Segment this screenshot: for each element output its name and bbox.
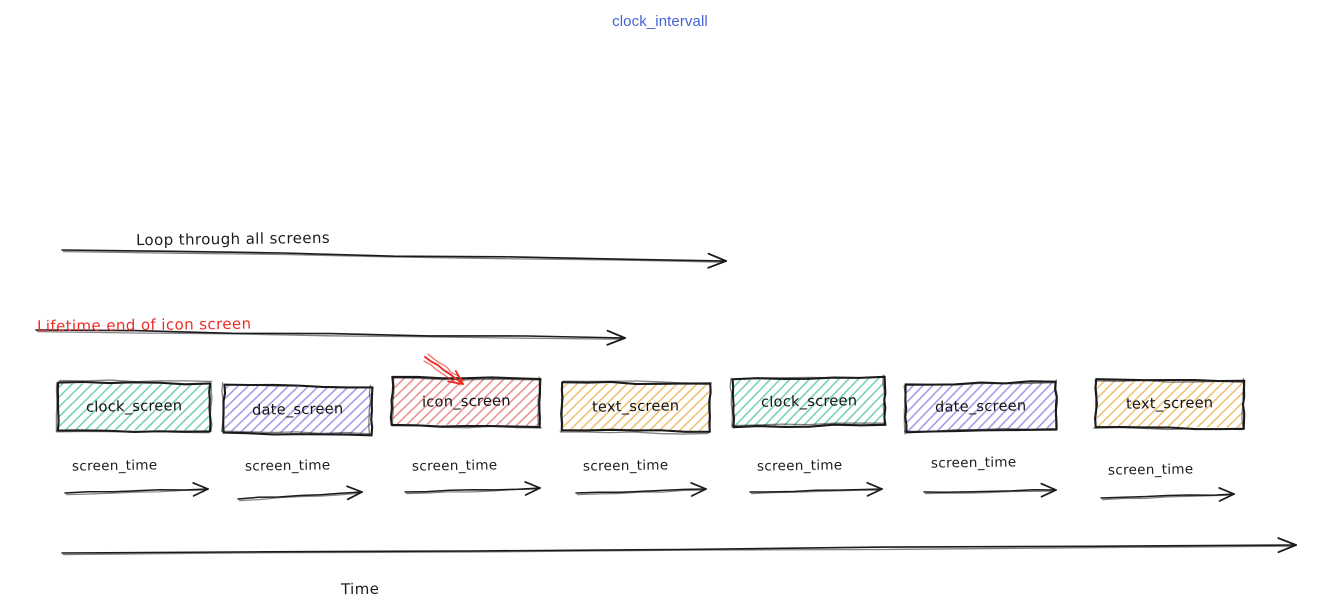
box-label: text_screen (592, 398, 680, 416)
box-fill (906, 382, 1056, 432)
screen-box-clock_screen[interactable] (55, 379, 213, 434)
box-fill (1096, 380, 1244, 428)
screen-box-label-date_screen[interactable]: date_screen (224, 386, 372, 434)
loop-through-all-screens-arrow (61, 249, 727, 269)
screen-time-label-3: screen_time (411, 457, 498, 475)
screen-box-icon_screen[interactable] (389, 375, 543, 429)
box-label: clock_screen (85, 398, 183, 416)
screen-box-clock_screen_2[interactable] (729, 374, 887, 429)
screen-box-label-text_screen_2[interactable]: text_screen (1096, 380, 1244, 428)
box-fill (224, 385, 372, 435)
screen-time-label-7: screen_time (1107, 461, 1194, 479)
diagram-title: clock_intervall (612, 13, 708, 30)
box-fill (562, 383, 710, 431)
screen-time-label-5: screen_time (756, 457, 843, 475)
loop-through-all-screens-label: Loop through all screens (135, 228, 331, 250)
screen-time-2 (237, 485, 363, 502)
box-fill (392, 377, 540, 427)
screen-box-label-clock_screen_2[interactable]: clock_screen (733, 378, 885, 426)
box-label: date_screen (252, 401, 344, 419)
box-fill (58, 383, 210, 431)
screen-time-4 (575, 482, 707, 497)
screen-time-arrows-layer (64, 481, 1235, 502)
lifetime-end-of-icon-screen-label: Lifetime end of icon screen (36, 314, 252, 336)
screen-time-3 (404, 481, 541, 496)
screen-time-5 (749, 481, 883, 497)
red-arrow-to-icon-screen (423, 353, 465, 386)
screen-box-text_screen_2[interactable] (1092, 377, 1246, 431)
lifetime-end-of-icon-screen-arrow (35, 329, 626, 346)
time-axis-label: Time (340, 579, 380, 599)
screen-time-label-1: screen_time (71, 457, 158, 475)
screen-time-6 (923, 482, 1057, 498)
screen-time-label-2: screen_time (244, 457, 331, 475)
box-label: icon_screen (421, 393, 511, 411)
screen-time-7 (1100, 487, 1235, 502)
box-label: text_screen (1126, 395, 1214, 413)
screen-time-1 (64, 482, 209, 497)
time-axis-arrow (61, 537, 1297, 556)
screen-box-date_screen[interactable] (220, 382, 374, 437)
screen-box-label-icon_screen[interactable]: icon_screen (392, 378, 540, 426)
red-pointer-layer (423, 353, 465, 386)
box-label: clock_screen (760, 393, 858, 411)
box-label: date_screen (935, 398, 1027, 416)
screen-box-text_screen[interactable] (559, 380, 713, 435)
box-fill (733, 377, 885, 427)
screen-box-label-date_screen_2[interactable]: date_screen (906, 383, 1056, 431)
screen-time-label-4: screen_time (582, 457, 669, 475)
screen-box-label-clock_screen[interactable]: clock_screen (58, 383, 210, 431)
screen-box-date_screen_2[interactable] (903, 379, 1059, 435)
screen-time-label-6: screen_time (930, 454, 1017, 472)
screen-boxes-layer (55, 374, 1246, 437)
screen-box-label-text_screen[interactable]: text_screen (562, 383, 710, 431)
arrows-layer (35, 249, 1297, 556)
